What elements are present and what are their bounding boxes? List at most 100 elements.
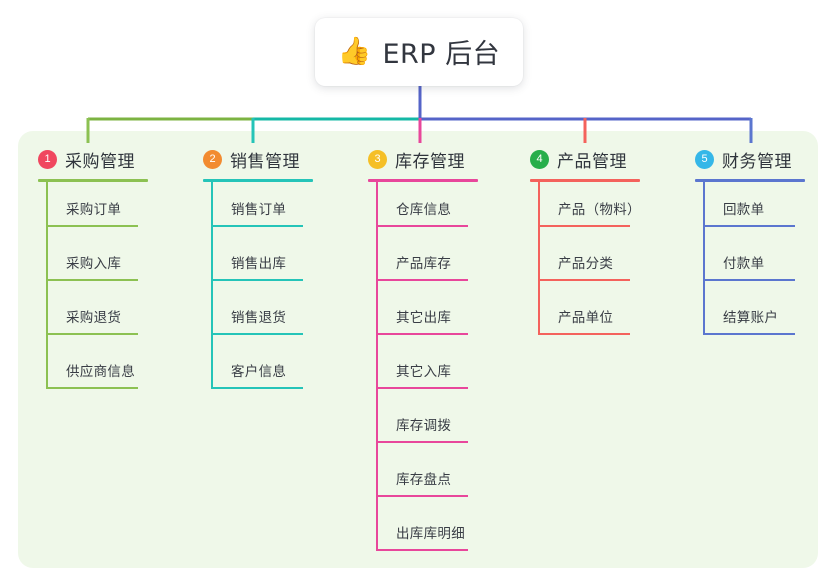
list-item-underline: [376, 225, 468, 227]
column-header-3[interactable]: 3 库存管理: [368, 147, 478, 172]
column-title: 财务管理: [722, 151, 792, 172]
list-item[interactable]: 其它出库: [368, 290, 478, 344]
list-item-label: 销售退货: [231, 310, 287, 326]
list-item-underline: [211, 387, 303, 389]
list-item[interactable]: 其它入库: [368, 344, 478, 398]
list-item[interactable]: 回款单: [695, 182, 805, 236]
list-item-underline: [376, 279, 468, 281]
list-item-underline: [46, 333, 138, 335]
list-item[interactable]: 客户信息: [203, 344, 313, 398]
list-item-label: 库存调拨: [396, 418, 452, 434]
list-item[interactable]: 出库库明细: [368, 506, 478, 560]
list-item[interactable]: 仓库信息: [368, 182, 478, 236]
column-underline: [368, 179, 478, 182]
list-item-label: 其它入库: [396, 364, 452, 380]
root-node-title: ERP 后台: [382, 38, 501, 70]
list-item-underline: [46, 225, 138, 227]
column-underline: [203, 179, 313, 182]
list-item-label: 采购退货: [66, 310, 122, 326]
column-underline: [38, 179, 148, 182]
column-items: 仓库信息产品库存其它出库其它入库库存调拨库存盘点出库库明细: [368, 182, 478, 560]
list-item-underline: [538, 333, 630, 335]
column-title: 采购管理: [65, 151, 135, 172]
list-item[interactable]: 供应商信息: [38, 344, 148, 398]
column-财务管理: 5 财务管理回款单付款单结算账户: [695, 147, 805, 344]
list-item-label: 产品分类: [558, 256, 614, 272]
list-item-underline: [538, 279, 630, 281]
list-item-label: 产品库存: [396, 256, 452, 272]
list-item-underline: [46, 387, 138, 389]
list-item[interactable]: 库存调拨: [368, 398, 478, 452]
list-item-label: 仓库信息: [396, 202, 452, 218]
list-item-label: 产品（物料）: [558, 202, 641, 218]
list-item-underline: [703, 225, 795, 227]
column-number-badge: 5: [695, 149, 714, 169]
list-item-underline: [703, 279, 795, 281]
list-item-label: 供应商信息: [66, 364, 135, 380]
list-item-label: 付款单: [723, 256, 765, 272]
list-item-underline: [376, 549, 468, 551]
list-item-underline: [376, 441, 468, 443]
list-item-underline: [538, 225, 630, 227]
column-stem-line: [703, 182, 705, 333]
column-销售管理: 2 销售管理销售订单销售出库销售退货客户信息: [203, 147, 313, 398]
column-items: 产品（物料） 产品分类产品单位: [530, 182, 641, 344]
list-item[interactable]: 销售退货: [203, 290, 313, 344]
list-item-label: 库存盘点: [396, 472, 452, 488]
list-item-label: 客户信息: [231, 364, 287, 380]
column-number-badge: 3: [368, 149, 387, 169]
list-item[interactable]: 库存盘点: [368, 452, 478, 506]
root-node-erp-backend[interactable]: 👍 ERP 后台: [315, 18, 523, 86]
list-item[interactable]: 产品（物料）: [530, 182, 641, 236]
list-item-underline: [211, 333, 303, 335]
list-item[interactable]: 付款单: [695, 236, 805, 290]
root-node-content: 👍 ERP 后台: [338, 32, 500, 71]
column-items: 回款单付款单结算账户: [695, 182, 805, 344]
list-item-label: 其它出库: [396, 310, 452, 326]
list-item[interactable]: 采购退货: [38, 290, 148, 344]
column-number-badge: 2: [203, 149, 222, 169]
list-item[interactable]: 结算账户: [695, 290, 805, 344]
list-item-underline: [376, 387, 468, 389]
column-items: 销售订单销售出库销售退货客户信息: [203, 182, 313, 398]
list-item[interactable]: 产品分类: [530, 236, 640, 290]
column-title: 销售管理: [230, 151, 300, 172]
list-item-label: 回款单: [723, 202, 765, 218]
list-item-underline: [211, 279, 303, 281]
column-产品管理: 4 产品管理产品（物料） 产品分类产品单位: [530, 147, 641, 344]
list-item[interactable]: 产品单位: [530, 290, 640, 344]
column-header-4[interactable]: 4 产品管理: [530, 147, 640, 172]
column-stem-line: [46, 182, 48, 387]
column-items: 采购订单采购入库采购退货供应商信息: [38, 182, 148, 398]
list-item[interactable]: 产品库存: [368, 236, 478, 290]
list-item-underline: [376, 333, 468, 335]
list-item-underline: [703, 333, 795, 335]
list-item-label: 采购订单: [66, 202, 122, 218]
column-title: 产品管理: [557, 151, 627, 172]
list-item-underline: [211, 225, 303, 227]
list-item-label: 销售出库: [231, 256, 287, 272]
column-number-badge: 4: [530, 149, 549, 169]
column-stem-line: [538, 182, 540, 333]
column-stem-line: [376, 182, 378, 549]
column-title: 库存管理: [395, 151, 465, 172]
list-item-label: 采购入库: [66, 256, 122, 272]
column-number-badge: 1: [38, 149, 57, 169]
column-header-5[interactable]: 5 财务管理: [695, 147, 805, 172]
column-underline: [695, 179, 805, 182]
list-item-underline: [46, 279, 138, 281]
column-采购管理: 1 采购管理采购订单采购入库采购退货供应商信息: [38, 147, 148, 398]
list-item-label: 产品单位: [558, 310, 614, 326]
list-item[interactable]: 销售订单: [203, 182, 313, 236]
list-item-label: 销售订单: [231, 202, 287, 218]
column-header-1[interactable]: 1 采购管理: [38, 147, 148, 172]
list-item[interactable]: 销售出库: [203, 236, 313, 290]
list-item[interactable]: 采购入库: [38, 236, 148, 290]
list-item[interactable]: 采购订单: [38, 182, 148, 236]
list-item-label: 出库库明细: [396, 526, 465, 542]
column-underline: [530, 179, 640, 182]
column-stem-line: [211, 182, 213, 387]
column-header-2[interactable]: 2 销售管理: [203, 147, 313, 172]
list-item-label: 结算账户: [723, 310, 779, 326]
